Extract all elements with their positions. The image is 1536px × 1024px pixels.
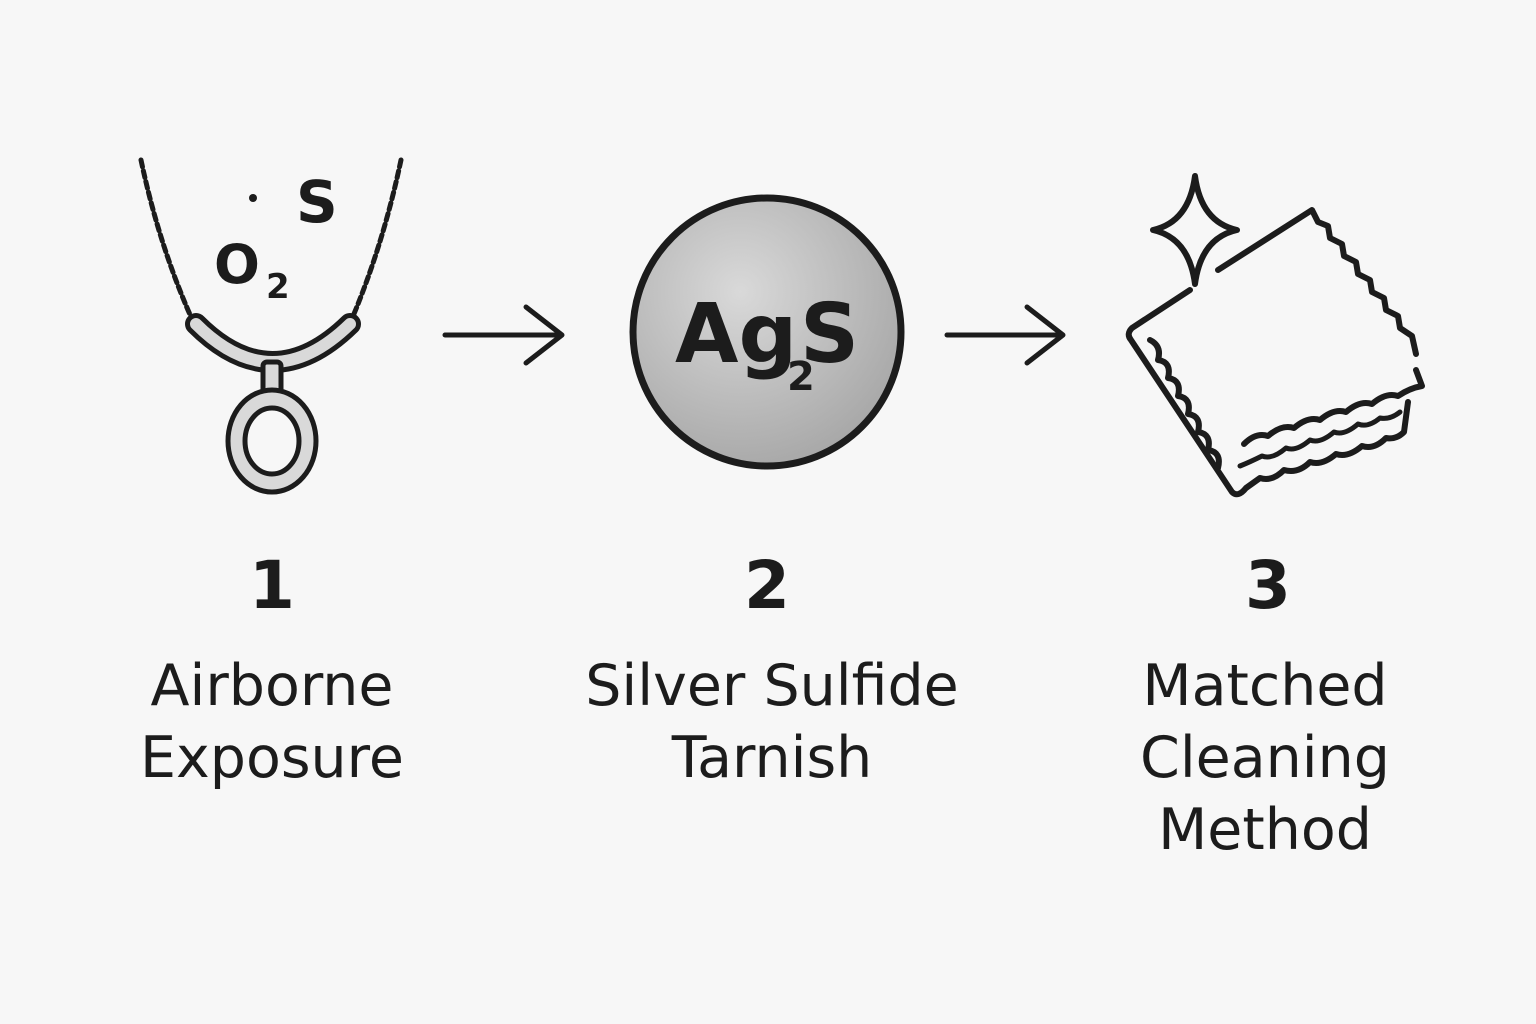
step-label-3-line-1: Matched xyxy=(1142,653,1388,719)
polishing-cloth-icon xyxy=(1125,207,1425,498)
sulfur-symbol-formula: S xyxy=(800,287,859,382)
step-number-3: 3 xyxy=(1245,547,1291,624)
step-label-2-line-1: Silver Sulfide xyxy=(585,653,959,719)
necklace-chain-right xyxy=(345,157,404,331)
step-number-2: 2 xyxy=(744,547,790,624)
airborne-molecules: O 2 S xyxy=(214,168,338,307)
step-label-3-line-3: Method xyxy=(1158,797,1372,863)
sparkle-icon xyxy=(1150,173,1240,287)
step-label-3-line-2: Cleaning xyxy=(1140,725,1390,791)
step-label-2-line-2: Tarnish xyxy=(671,725,873,791)
formula-subscript: 2 xyxy=(787,354,815,400)
particle-dot xyxy=(249,194,257,202)
step-label-3: Matched Cleaning Method xyxy=(1045,650,1485,866)
arrow-right-icon xyxy=(944,304,1066,366)
necklace-chain-left xyxy=(138,157,199,331)
arrow-right-icon xyxy=(442,304,565,366)
oxygen-subscript: 2 xyxy=(266,267,290,307)
step-label-1: Airborne Exposure xyxy=(52,650,492,794)
step-number-1: 1 xyxy=(249,547,295,624)
step-label-1-line-1: Airborne xyxy=(150,653,394,719)
necklace-icon xyxy=(138,157,404,495)
step-label-2: Silver Sulfide Tarnish xyxy=(552,650,992,794)
silver-sulfide-disc-icon: Ag 2 S xyxy=(629,194,905,470)
sulfur-symbol: S xyxy=(296,168,338,236)
silver-symbol: Ag xyxy=(675,287,797,382)
step-label-1-line-2: Exposure xyxy=(140,725,404,791)
oxygen-symbol: O xyxy=(214,233,260,296)
